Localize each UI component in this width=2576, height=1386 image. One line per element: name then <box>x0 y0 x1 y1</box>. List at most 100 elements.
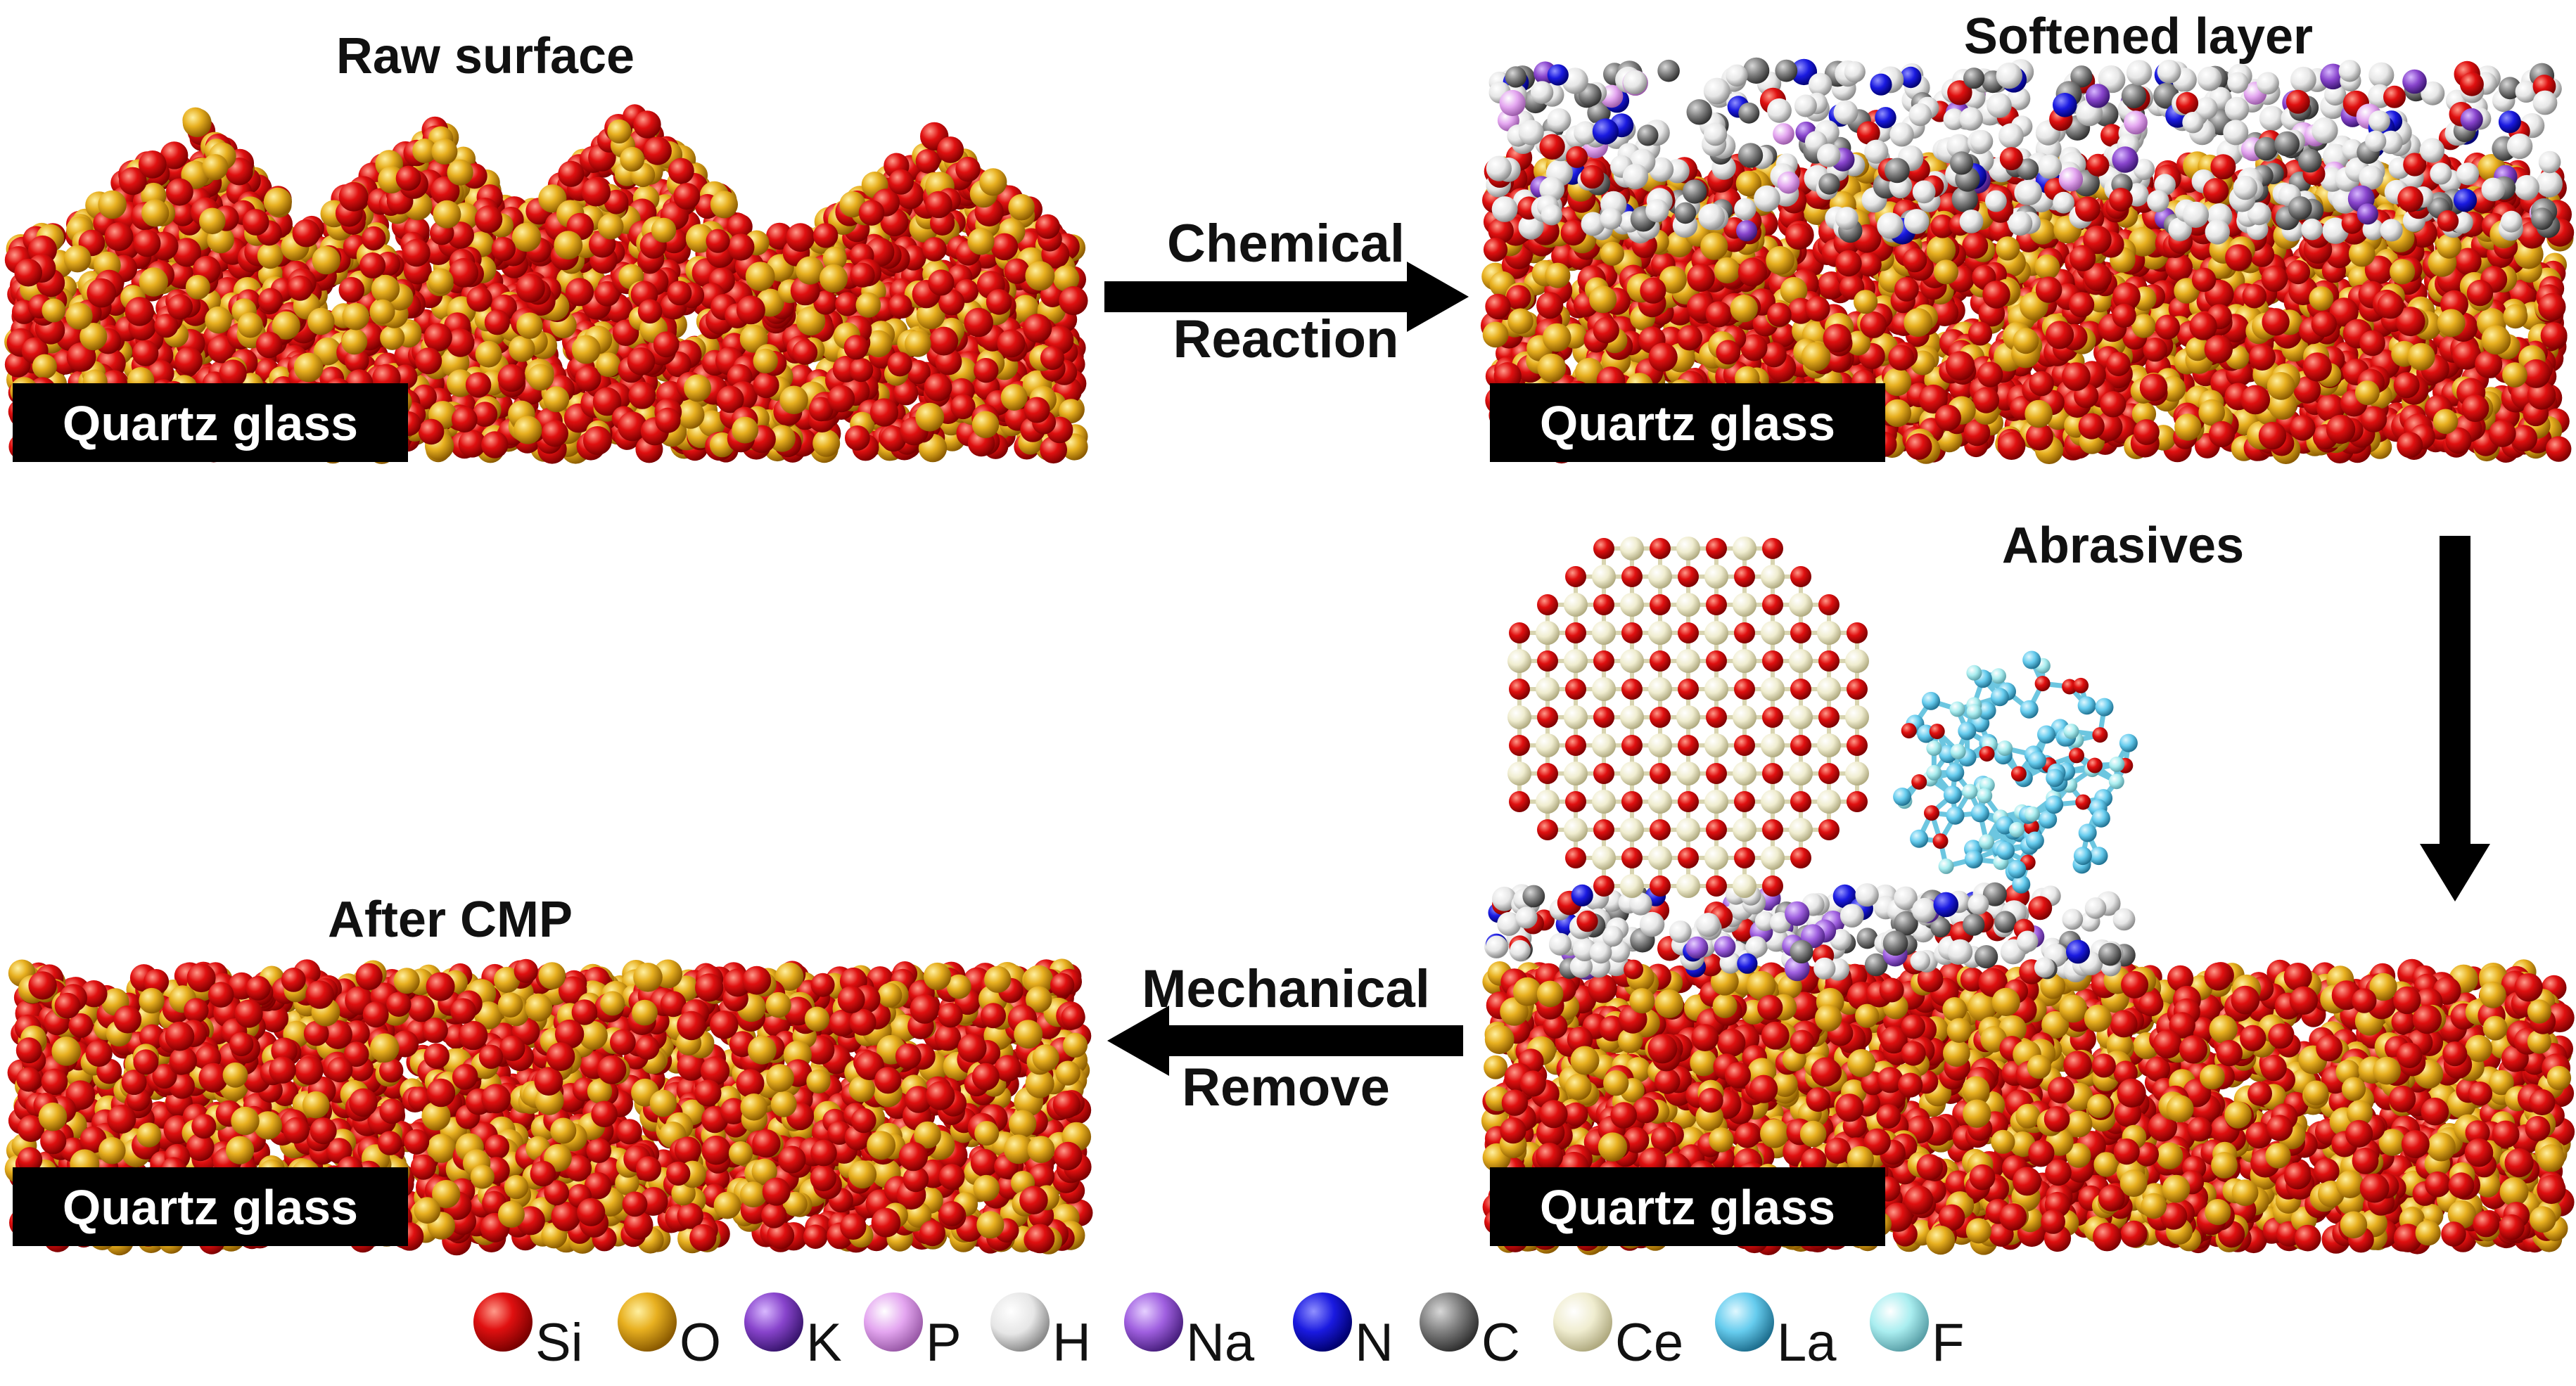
si-atom <box>2209 421 2236 448</box>
o-atom <box>1933 259 1959 285</box>
si-atom <box>558 160 585 187</box>
si-atom <box>2100 391 2127 418</box>
si-atom <box>484 309 511 335</box>
o-atom <box>263 187 292 216</box>
si-atom <box>1977 361 2003 387</box>
si-atom <box>2046 321 2074 349</box>
si-atom <box>1648 342 1678 372</box>
si-atom <box>1785 223 1812 250</box>
si-atom <box>1997 432 2026 460</box>
si-atom <box>955 156 981 182</box>
h-atom <box>2514 174 2540 200</box>
o-atom <box>1482 321 1509 348</box>
o-atom <box>511 222 542 252</box>
o-atom <box>684 374 712 402</box>
si-atom <box>1905 433 1932 460</box>
si-atom <box>2285 259 2311 285</box>
o-atom <box>141 199 170 227</box>
si-atom <box>2225 244 2252 271</box>
si-atom <box>292 219 321 248</box>
si-atom <box>1945 351 1975 381</box>
o-atom <box>1854 290 1878 314</box>
si-atom <box>997 329 1026 358</box>
si-atom <box>1972 387 2000 413</box>
o-atom <box>185 274 210 300</box>
o-atom <box>1507 308 1534 335</box>
si-atom <box>753 372 779 399</box>
si-atom <box>637 299 663 324</box>
si-atom <box>668 158 694 184</box>
o-atom <box>2436 233 2462 259</box>
si-atom <box>338 181 369 212</box>
si-atom <box>1676 325 1703 351</box>
si-atom <box>673 183 701 210</box>
o-atom <box>428 268 454 294</box>
o-atom <box>571 335 601 364</box>
si-atom <box>174 347 203 375</box>
si-atom <box>2461 394 2489 423</box>
si-atom <box>950 394 976 420</box>
si-atom <box>2466 279 2494 307</box>
o-atom <box>433 200 461 229</box>
si-atom <box>1687 264 1715 292</box>
si-atom <box>2393 372 2420 399</box>
si-atom <box>2240 385 2271 415</box>
si-atom <box>255 331 283 359</box>
si-atom <box>2249 344 2276 371</box>
c-atom <box>2121 83 2147 109</box>
si-atom <box>466 286 492 312</box>
o-atom <box>651 217 677 243</box>
c-atom <box>1818 173 1840 195</box>
chemical-reaction-arrow: Chemical Reaction <box>1104 214 1469 369</box>
si-atom <box>258 288 283 313</box>
si-atom <box>2143 338 2167 362</box>
o-atom <box>1926 235 1956 265</box>
si-atom <box>792 340 818 365</box>
o-atom <box>1589 285 1617 314</box>
si-atom <box>451 406 478 432</box>
si-atom <box>541 420 569 447</box>
si-atom <box>2189 312 2217 340</box>
o-atom <box>543 386 570 413</box>
si-atom <box>1767 302 1792 327</box>
si-atom <box>287 275 313 301</box>
o-atom <box>32 354 57 379</box>
si-atom <box>133 229 161 257</box>
o-atom <box>554 231 583 260</box>
si-atom <box>924 373 952 402</box>
h-atom <box>2259 105 2285 131</box>
o-atom <box>1883 368 1912 397</box>
si-atom <box>1805 296 1830 321</box>
si-atom <box>362 226 386 251</box>
si-atom <box>986 289 1012 315</box>
si-atom <box>990 233 1019 261</box>
o-atom <box>380 325 405 350</box>
si-atom <box>633 110 661 139</box>
si-atom <box>104 222 134 252</box>
si-atom <box>850 262 875 288</box>
o-atom <box>732 416 759 444</box>
si-atom <box>888 294 912 319</box>
o-atom <box>237 312 263 338</box>
si-atom <box>132 340 159 366</box>
o-atom <box>1025 261 1055 291</box>
o-atom <box>915 402 945 432</box>
si-atom <box>2078 413 2105 439</box>
si-atom <box>1035 214 1060 239</box>
si-atom <box>667 281 692 306</box>
si-atom <box>1023 314 1052 343</box>
si-atom <box>827 385 855 413</box>
si-atom <box>922 237 947 262</box>
o-atom <box>596 352 621 378</box>
o-atom <box>2354 380 2380 406</box>
o-atom <box>98 190 127 219</box>
si-atom <box>888 169 914 195</box>
o-atom <box>370 299 395 324</box>
si-atom <box>628 381 656 409</box>
si-atom <box>14 258 42 287</box>
o-atom <box>516 312 543 340</box>
si-atom <box>727 233 755 261</box>
o-atom <box>1996 236 2020 261</box>
si-atom <box>497 364 525 392</box>
o-atom <box>1008 193 1035 221</box>
